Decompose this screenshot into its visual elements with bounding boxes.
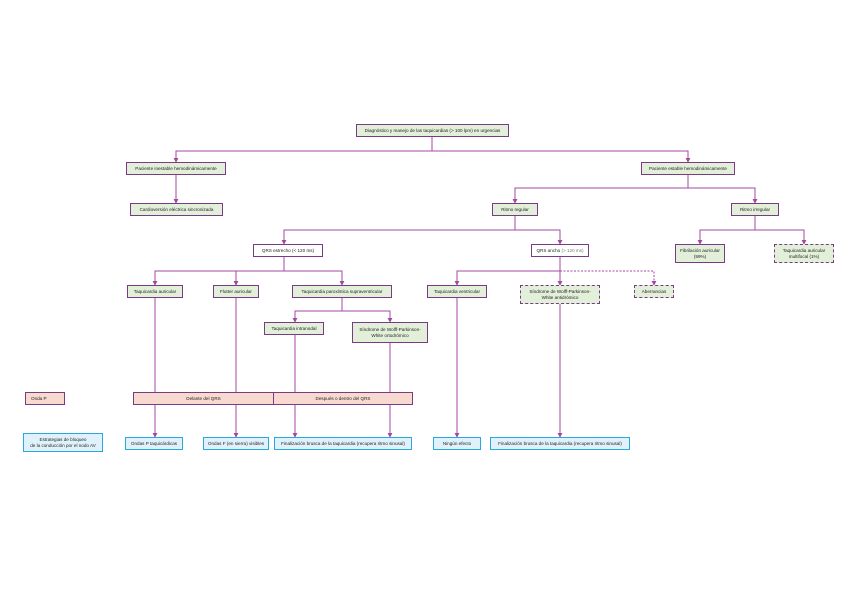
result-abrupt-end-1: Finalización brusca de la taquicardia (r… <box>274 437 412 450</box>
connector <box>342 310 393 323</box>
atrial-tachycardia-node: Taquicardia auricular <box>127 285 183 298</box>
result-abrupt-end-2: Finalización brusca de la taquicardia (r… <box>490 437 630 450</box>
connector <box>512 175 689 204</box>
connector <box>755 229 807 245</box>
connector <box>292 298 343 323</box>
cardioversion-node: Cardioversión eléctrica sincronizada <box>130 203 223 216</box>
multifocal-tachycardia-node: Taquicardia auricular multifocal (1%) <box>774 244 834 263</box>
result-no-effect: Ningún efecto <box>433 437 481 450</box>
atrial-fibrillation-node: Fibrilación auricular (99%) <box>675 244 725 263</box>
root-node: Diagnóstico y manejo de las taquicardias… <box>356 124 509 137</box>
ventricular-tachycardia-node: Taquicardia ventricular <box>427 285 487 298</box>
avnrt-node: Taquicardia intranodal <box>264 322 324 335</box>
connector <box>173 137 433 163</box>
connector <box>688 187 758 204</box>
result-f-waves: Ondas F (en sierra) visibles <box>203 437 269 450</box>
connector <box>515 229 563 245</box>
narrow-qrs-node: QRS estrecho (< 120 ms) <box>253 244 323 257</box>
p-wave-label: Onda P <box>25 392 65 405</box>
psvt-node: Taquicardia paroxística supraventricular <box>292 285 392 298</box>
p-after-qrs-bar: Después o dentro del QRS <box>273 392 413 405</box>
connector <box>432 150 691 163</box>
wide-qrs-sublabel: (> 120 ms) <box>561 247 584 253</box>
connector-dashed <box>560 270 657 286</box>
atrial-flutter-node: Flutter auricular <box>213 285 259 298</box>
p-before-qrs-bar: Delante del QRS <box>133 392 274 405</box>
irregular-rhythm-node: Ritmo irregular <box>731 203 779 216</box>
wpw-orthodromic-node: Síndrome de Wolff-Parkinson- White ortod… <box>352 322 428 343</box>
wide-qrs-node: QRS ancho (> 120 ms) <box>531 244 589 257</box>
wide-qrs-label: QRS ancho <box>536 247 561 253</box>
stable-patient-node: Paciente estable hemodinámicamente <box>641 162 735 175</box>
regular-rhythm-node: Ritmo regular <box>492 203 538 216</box>
connector <box>152 257 285 286</box>
unstable-patient-node: Paciente inestable hemodinámicamente <box>126 162 226 175</box>
connector <box>281 216 516 245</box>
connector <box>697 216 756 245</box>
wpw-antidromic-node: Síndrome de Wolff-Parkinson- White antid… <box>520 285 600 304</box>
connector <box>233 270 284 286</box>
result-p-tachy: Ondas P taquicárdicas <box>125 437 183 450</box>
connector <box>284 270 345 286</box>
av-block-label: Estrategias de bloqueo de la conducción … <box>23 433 103 452</box>
connector <box>454 257 561 286</box>
aberrancy-node: Aberrancias <box>634 285 674 298</box>
